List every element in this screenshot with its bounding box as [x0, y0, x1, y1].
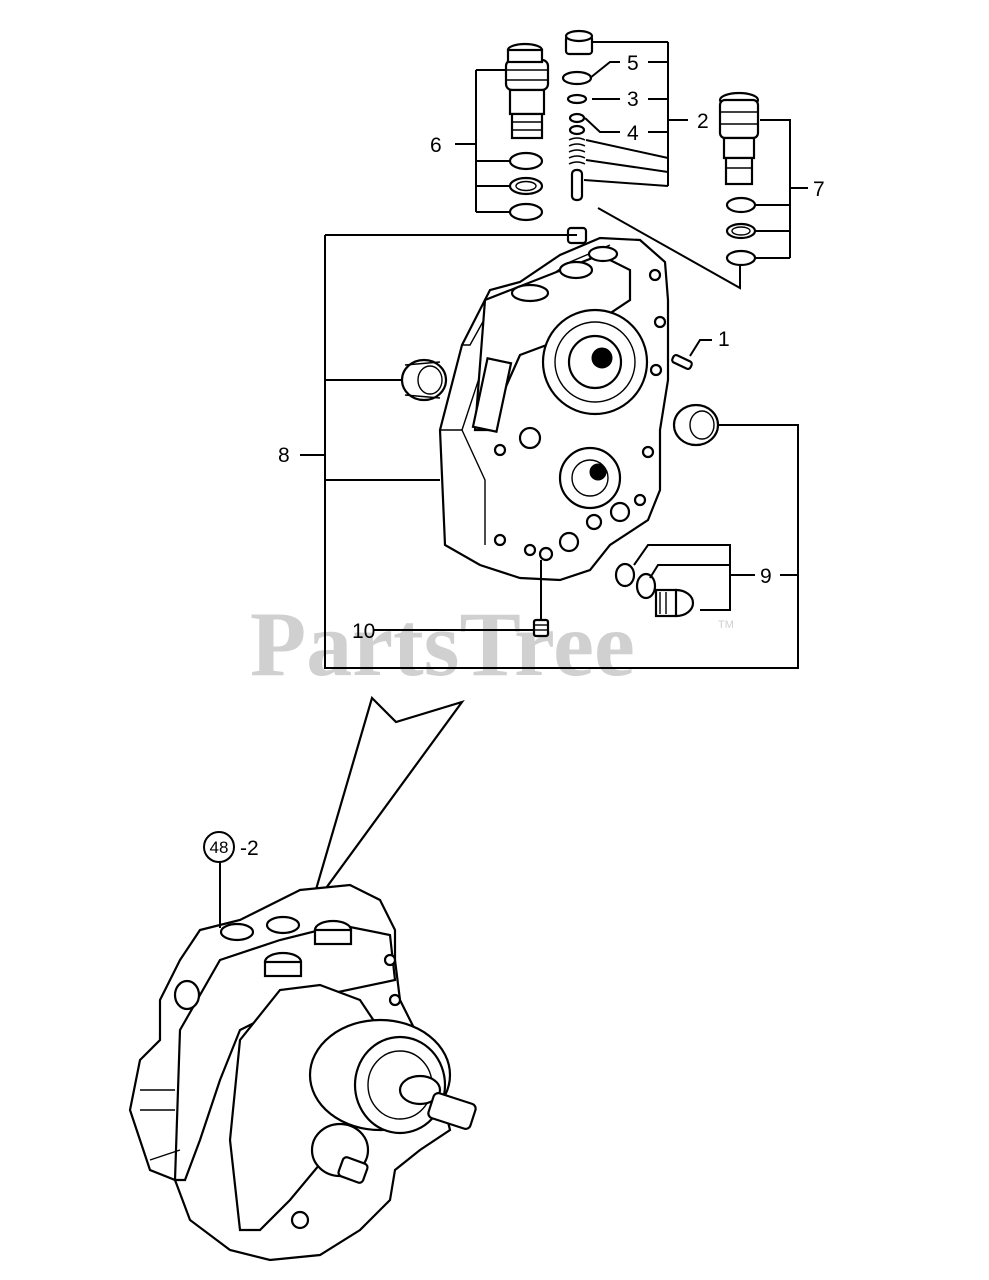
- o-rings-right[interactable]: [725, 196, 757, 267]
- pin[interactable]: [671, 354, 693, 370]
- check-valve-parts[interactable]: [561, 70, 593, 245]
- pump-assembly: [128, 862, 477, 1262]
- callout-9[interactable]: 9: [760, 565, 772, 588]
- callout-5[interactable]: 5: [627, 52, 639, 75]
- reference-callout[interactable]: 48 -2: [203, 831, 259, 863]
- callout-7[interactable]: 7: [813, 178, 825, 201]
- o-rings-left[interactable]: [508, 151, 544, 222]
- reference-suffix: -2: [240, 837, 259, 860]
- callout-4[interactable]: 4: [627, 122, 639, 145]
- callout-3[interactable]: 3: [627, 88, 639, 111]
- relief-valve-right[interactable]: [718, 91, 760, 186]
- pump-housing[interactable]: [438, 236, 670, 582]
- callout-6[interactable]: 6: [430, 134, 442, 157]
- reference-circle: [203, 831, 235, 863]
- callout-labels: 5 3 4 2 6 7 1 8 9 10: [278, 52, 825, 643]
- relief-valve-left[interactable]: [504, 42, 550, 140]
- needle-bearing-right[interactable]: [672, 403, 720, 447]
- watermark: PartsTree TM: [250, 593, 734, 695]
- set-plug[interactable]: [532, 618, 550, 638]
- watermark-text: PartsTree: [250, 593, 635, 695]
- needle-bearing-left[interactable]: [400, 358, 448, 402]
- check-valve-plug[interactable]: [564, 29, 594, 56]
- leader-lines: [300, 41, 808, 911]
- watermark-trademark: TM: [718, 619, 734, 631]
- reference-number: 48: [210, 838, 229, 857]
- callout-10[interactable]: 10: [352, 620, 375, 643]
- callout-2[interactable]: 2: [697, 110, 709, 133]
- callout-8[interactable]: 8: [278, 444, 290, 467]
- callout-1[interactable]: 1: [718, 328, 730, 351]
- plug-assembly[interactable]: [614, 562, 695, 618]
